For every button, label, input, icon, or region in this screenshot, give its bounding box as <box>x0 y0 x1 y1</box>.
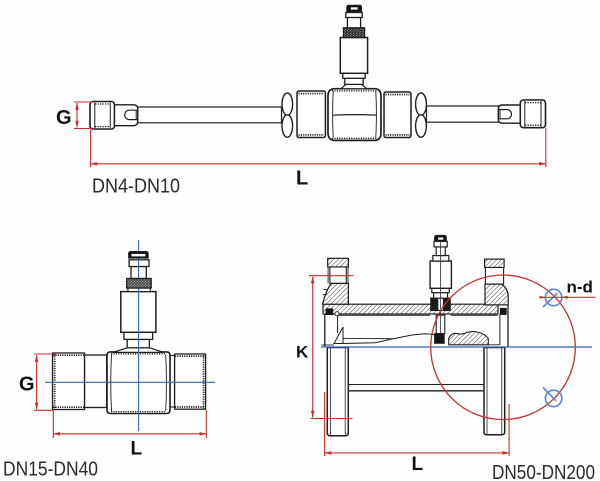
svg-text:DN15-DN40: DN15-DN40 <box>3 458 98 481</box>
svg-text:G: G <box>19 374 35 396</box>
svg-text:K: K <box>296 343 309 362</box>
svg-text:L: L <box>296 168 308 190</box>
svg-text:DN50-DN200: DN50-DN200 <box>492 461 595 481</box>
svg-text:DN4-DN10: DN4-DN10 <box>92 175 180 198</box>
svg-text:L: L <box>131 439 143 460</box>
svg-text:L: L <box>412 454 424 475</box>
svg-text:n-d: n-d <box>567 278 593 297</box>
svg-text:G: G <box>56 107 72 129</box>
